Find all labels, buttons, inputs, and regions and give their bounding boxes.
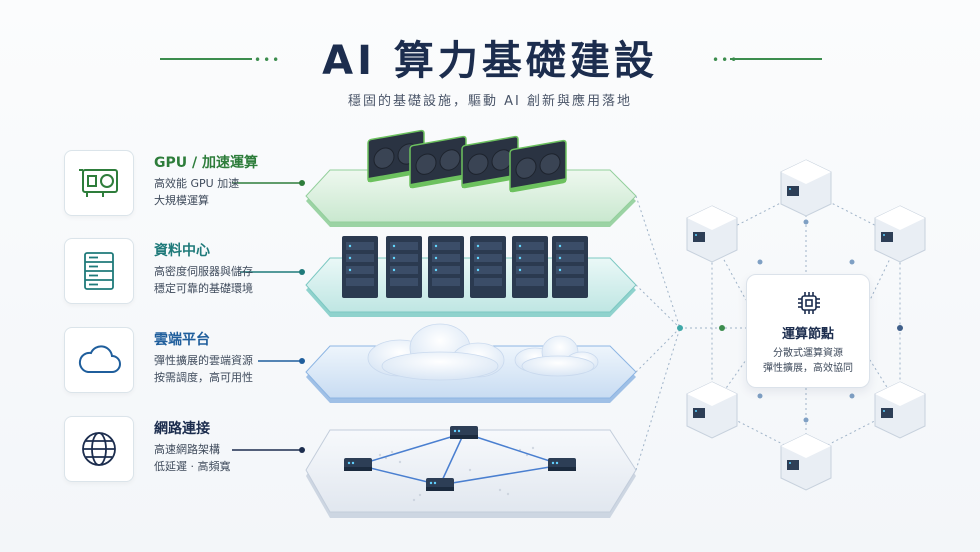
gpu-card-icon: [64, 150, 134, 216]
category-datacenter-title: 資料中心: [154, 243, 210, 259]
cloud-layer: [305, 323, 637, 403]
compute-node-title: 運算節點: [781, 327, 834, 342]
gpu-card-group: [367, 129, 567, 193]
category-gpu-title: GPU / 加速運算: [154, 155, 258, 171]
category-network-title: 網路連接: [154, 421, 210, 437]
category-gpu: GPU / 加速運算 高效能 GPU 加速大規模運算: [64, 150, 314, 220]
server-rack-row: [342, 236, 588, 298]
server-rack-icon: [64, 238, 134, 304]
title-right-dots: •••: [712, 53, 740, 67]
ring-dots: [677, 219, 903, 423]
cloud-icon: [64, 327, 134, 393]
category-network-desc: 高速網路架構低延遲 · 高頻寬: [154, 443, 231, 473]
category-cloud: 雲端平台 彈性擴展的雲端資源按需調度，高可用性: [64, 327, 314, 397]
page-subtitle: 穩固的基礎設施，驅動 AI 創新與應用落地: [348, 94, 632, 109]
network-layer: [305, 426, 637, 518]
compute-node-desc: 分散式運算資源彈性擴展，高效協同: [763, 348, 853, 374]
globe-icon: [64, 416, 134, 482]
datacenter-layer: [305, 236, 637, 317]
category-cloud-title: 雲端平台: [154, 332, 210, 348]
category-network: 網路連接 高速網路架構低延遲 · 高頻寬: [64, 416, 314, 486]
compute-node-boxes: [686, 159, 926, 491]
title-right-line: [730, 58, 822, 60]
category-datacenter: 資料中心 高密度伺服器與儲存穩定可靠的基礎環境: [64, 238, 314, 308]
gpu-layer: [305, 129, 637, 227]
category-cloud-desc: 彈性擴展的雲端資源按需調度，高可用性: [154, 354, 253, 384]
category-datacenter-desc: 高密度伺服器與儲存穩定可靠的基礎環境: [154, 265, 253, 295]
category-gpu-desc: 高效能 GPU 加速大規模運算: [154, 177, 240, 207]
compute-node-card: 運算節點 分散式運算資源彈性擴展，高效協同: [746, 274, 870, 388]
page-title: AI 算力基礎建設: [322, 38, 658, 84]
category-connectors: [232, 180, 305, 453]
title-left-dots: •••: [254, 53, 282, 67]
cpu-chip-icon: [798, 292, 820, 314]
title-left-line: [160, 58, 252, 60]
